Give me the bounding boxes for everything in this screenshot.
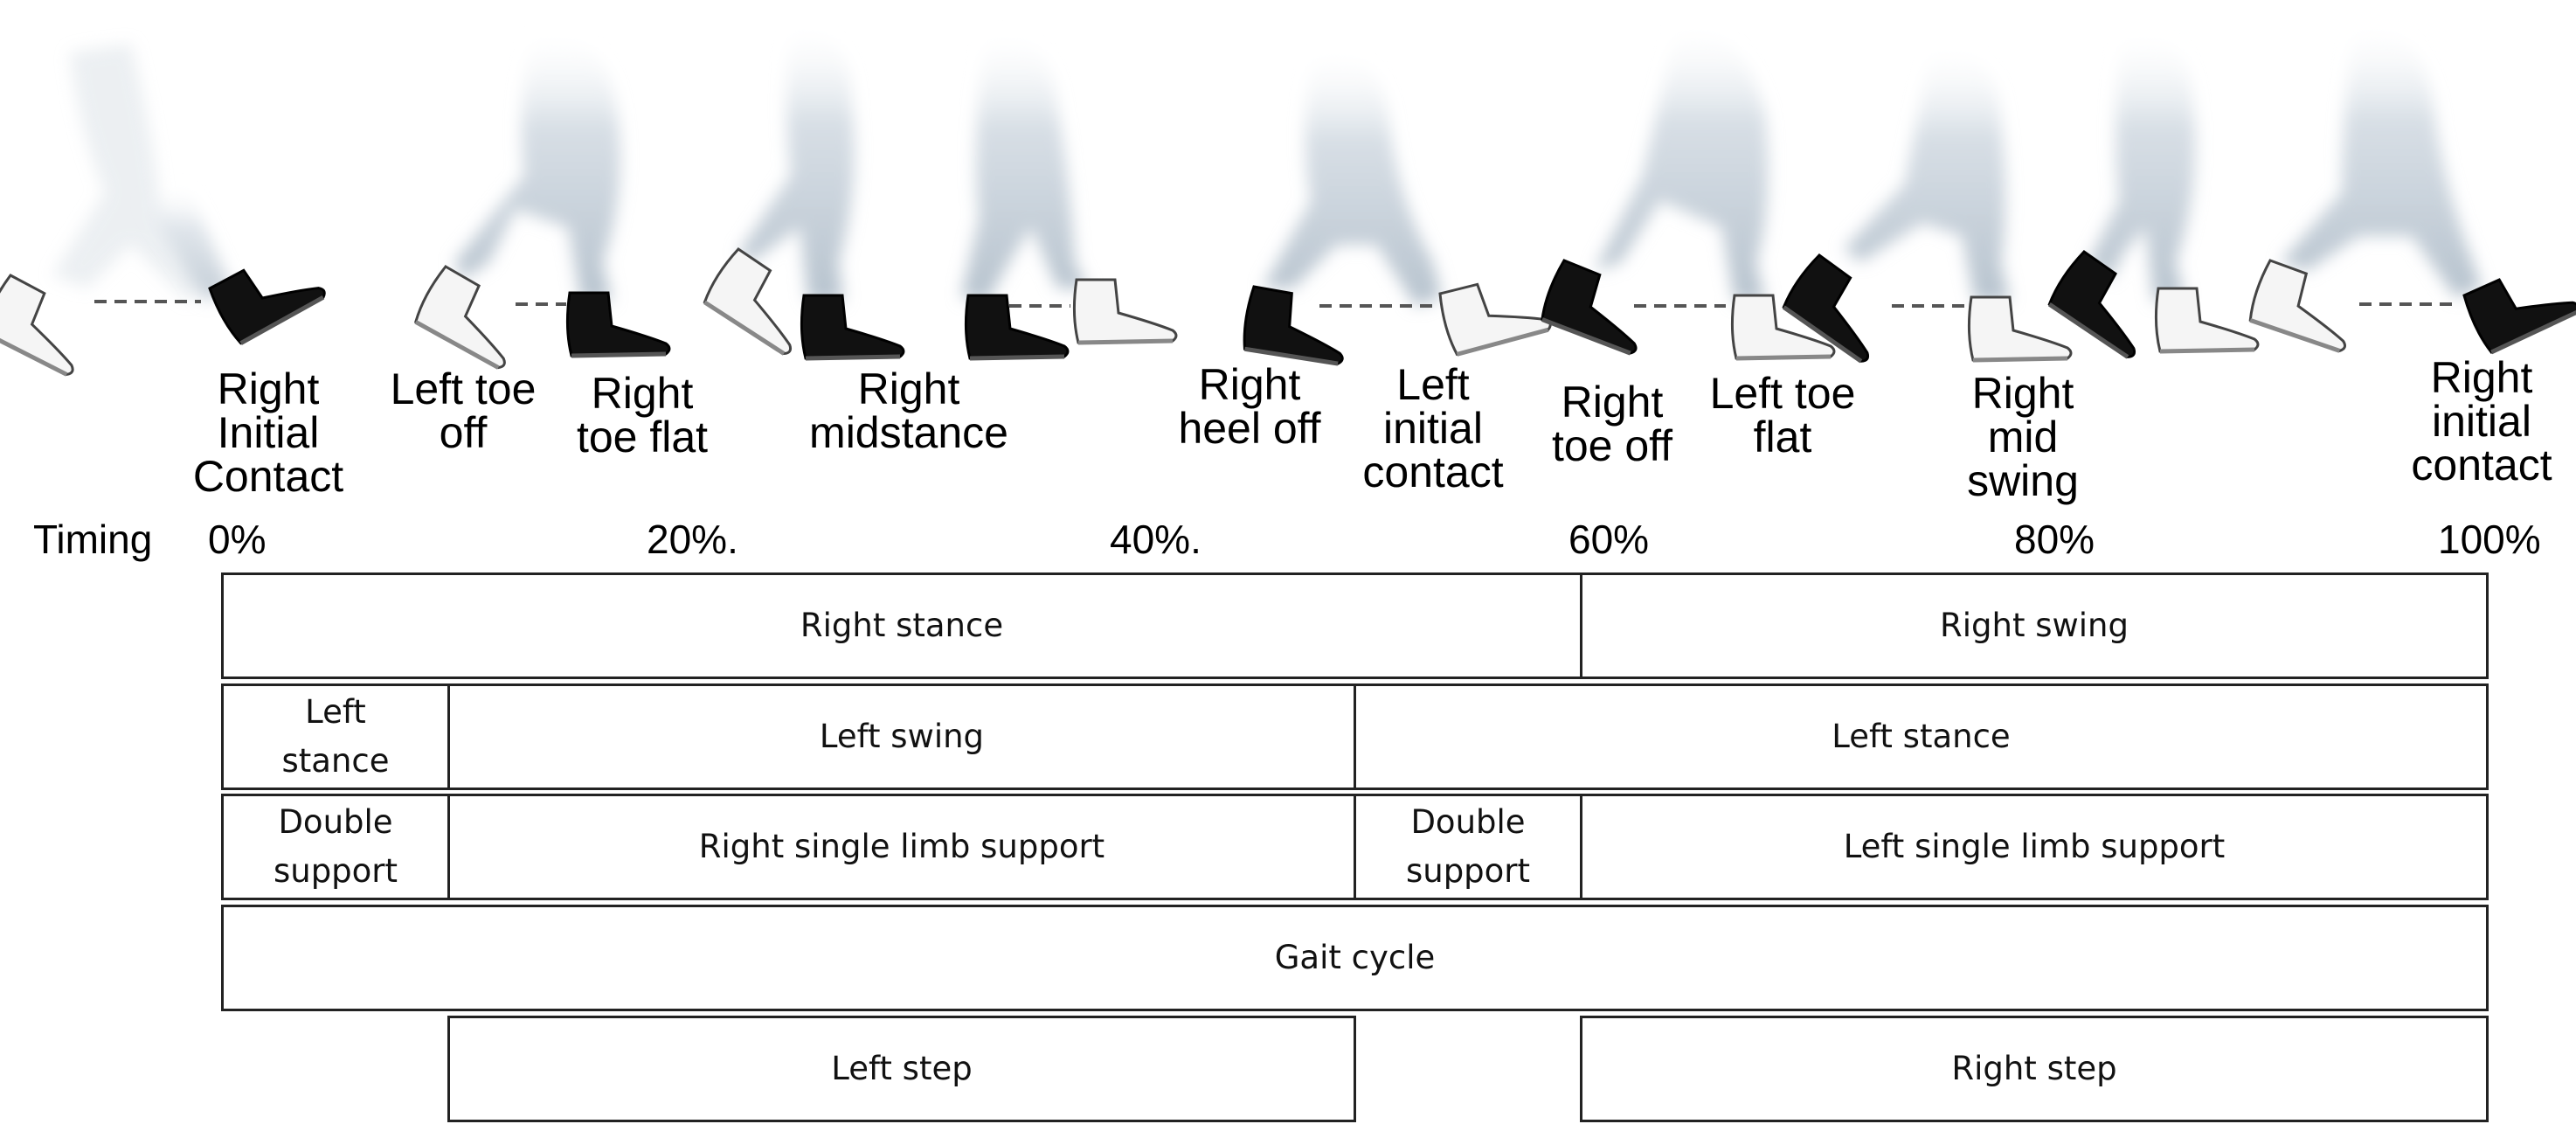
phase-label: Left stance [1832, 718, 2011, 755]
walker-figure-5 [1241, 52, 1552, 366]
phase-box-double-support: Double support [1354, 794, 1582, 900]
walker-figure-9 [2247, 25, 2576, 354]
walker-figure-6 [1539, 26, 1834, 358]
timing-label: Timing [33, 517, 153, 562]
event-label-right-mid-swing: Right mid swing [1967, 369, 2079, 505]
phase-label: Right stance [800, 607, 1004, 644]
phase-box-left-swing: Left swing [447, 683, 1356, 790]
timing-tick-100: 100% [2438, 517, 2541, 562]
walker-figure-2 [412, 34, 669, 371]
phase-label: Double support [1405, 803, 1531, 890]
event-label-right-initial-contact-start: Right Initial Contact [192, 364, 344, 501]
phase-label: Left single limb support [1843, 828, 2226, 865]
phase-box-right-swing: Right swing [1580, 572, 2489, 679]
walker-figure-1 [0, 44, 327, 378]
phase-box-double-support: Double support [221, 794, 450, 900]
timing-tick-60: 60% [1568, 517, 1650, 562]
event-label-left-toe-off: Left toe off [390, 364, 537, 457]
timing-tick-40: 40%. [1110, 517, 1201, 562]
event-label-right-heel-off: Right heel off [1178, 360, 1321, 453]
phase-box-left-stance: Left stance [1354, 683, 2489, 790]
walker-figure-7 [1781, 47, 2071, 365]
phase-label: Right single limb support [698, 828, 1105, 865]
walker-figure-8 [2046, 34, 2258, 360]
event-label-right-midstance: Right midstance [809, 364, 1008, 457]
event-label-right-toe-off: Right toe off [1551, 378, 1673, 470]
phase-box-right-stance: Right stance [221, 572, 1582, 679]
phase-label: Gait cycle [1274, 939, 1436, 976]
walker-figure-4 [961, 34, 1176, 358]
timing-tick-0: 0% [208, 517, 267, 562]
phase-label: Right step [1951, 1050, 2117, 1087]
event-label-left-initial-contact: Left initial contact [1362, 360, 1504, 496]
phase-label: Right swing [1940, 607, 2129, 644]
phase-box-left-single-limb-support: Left single limb support [1580, 794, 2489, 900]
phase-box-right-single-limb-support: Right single limb support [447, 794, 1356, 900]
phase-box-left-stance: Left stance [221, 683, 450, 790]
phase-label: Left swing [819, 718, 985, 755]
timing-tick-80: 80% [2014, 517, 2095, 562]
phase-box-left-step: Left step [447, 1016, 1356, 1122]
walker-figure-3 [702, 26, 904, 358]
timing-tick-20: 20%. [647, 517, 738, 562]
phase-label: Left stance [281, 693, 390, 780]
phase-box-right-step: Right step [1580, 1016, 2489, 1122]
event-label-left-toe-flat: Left toe flat [1709, 369, 1856, 461]
phase-box-gait-cycle: Gait cycle [221, 905, 2489, 1011]
phase-label: Double support [273, 803, 398, 890]
event-label-right-toe-flat: Right toe flat [576, 369, 709, 461]
event-label-right-initial-contact-end: Right initial contact [2411, 353, 2552, 489]
phase-label: Left step [831, 1050, 973, 1087]
